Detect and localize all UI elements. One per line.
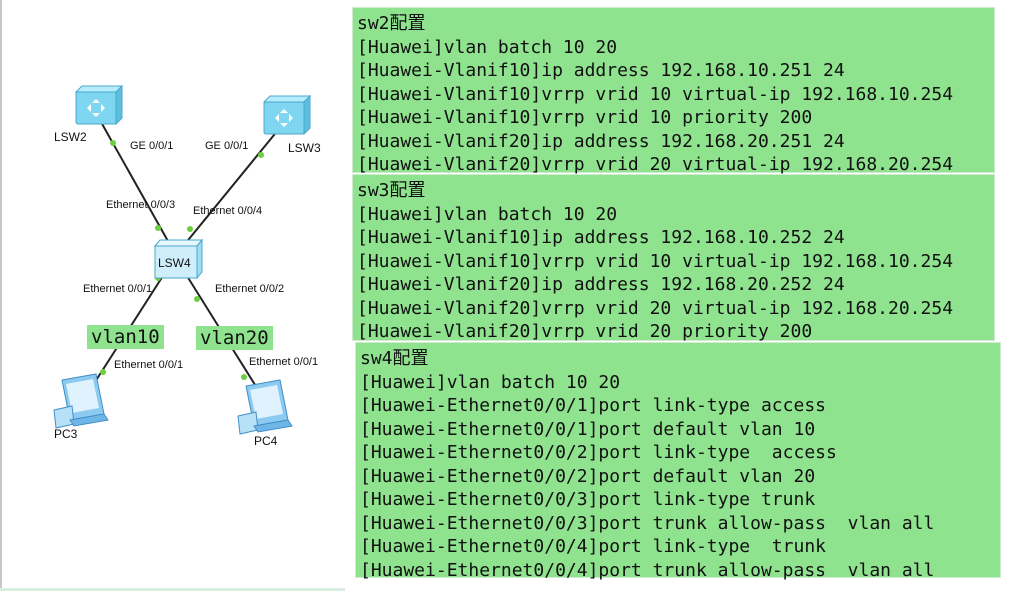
config-title-sw2: sw2配置 [357,13,426,34]
port-dot [155,225,161,231]
config-line: [Huawei]vlan batch 10 20 [357,203,618,225]
config-line: [Huawei]vlan batch 10 20 [357,36,618,58]
port-label: GE 0/0/1 [130,140,173,152]
network-topology: LSW2 LSW3 LSW4 PC3 PC4 GE 0/0/1 GE 0/0/1… [53,84,321,448]
device-label-pc4: PC4 [254,434,278,448]
config-line: [Huawei-Ethernet0/0/3]port link-type tru… [360,489,816,510]
config-line: [Huawei-Vlanif10]ip address 192.168.10.2… [357,60,845,81]
port-dot [187,226,193,232]
port-label: GE 0/0/1 [205,140,248,152]
config-block-sw2: sw2配置[Huawei]vlan batch 10 20[Huawei-Vla… [352,7,995,175]
config-line: [Huawei-Vlanif10]vrrp vrid 10 priority 2… [357,107,813,128]
config-line: [Huawei-Vlanif20]ip address 192.168.20.2… [357,274,845,295]
config-line: [Huawei-Ethernet0/0/1]port link-type acc… [360,395,826,416]
config-title-sw3: sw3配置 [357,180,426,201]
device-label-pc3: PC3 [54,427,78,441]
port-dot [241,374,247,380]
config-line: [Huawei-Ethernet0/0/4]port trunk allow-p… [360,559,935,581]
config-line: [Huawei-Ethernet0/0/2]port link-type acc… [360,442,837,463]
config-title-sw4: sw4配置 [360,348,429,369]
config-line: [Huawei-Ethernet0/0/2]port default vlan … [360,465,816,487]
config-line: [Huawei-Vlanif10]ip address 192.168.10.2… [357,227,845,248]
config-line: [Huawei-Vlanif10]vrrp vrid 10 virtual-ip… [357,83,954,105]
port-label: Ethernet 0/0/1 [249,356,318,368]
port-dot [258,152,264,158]
config-block-sw4: sw4配置[Huawei]vlan batch 10 20[Huawei-Eth… [355,342,1001,581]
switch-icon[interactable] [262,94,312,136]
device-label-lsw2: LSW2 [54,130,87,144]
port-label: Ethernet 0/0/1 [83,283,152,295]
config-line: [Huawei-Ethernet0/0/1]port default vlan … [360,418,816,440]
link-lsw3-lsw4 [179,123,284,251]
port-dot [100,369,106,375]
vlan-label-vlan10: vlan10 [87,325,164,349]
config-line: [Huawei-Vlanif20]vrrp vrid 20 virtual-ip… [357,297,954,319]
switch-icon[interactable] [153,238,204,280]
port-dot [194,296,200,302]
vlan-label-vlan20: vlan20 [196,326,273,350]
port-label: Ethernet 0/0/4 [193,205,262,217]
bottom-border [0,588,345,591]
config-line: [Huawei-Vlanif20]vrrp vrid 20 virtual-ip… [357,154,954,175]
port-label: Ethernet 0/0/2 [215,283,284,295]
config-line: [Huawei-Vlanif20]vrrp vrid 20 priority 2… [357,321,813,342]
device-label-lsw4: LSW4 [158,256,191,270]
port-dot [110,140,116,146]
pc-icon[interactable] [53,373,109,429]
device-label-lsw3: LSW3 [288,141,321,155]
left-border [0,0,2,591]
config-line: [Huawei-Vlanif10]vrrp vrid 10 virtual-ip… [357,250,954,272]
pc-icon[interactable] [237,379,293,435]
port-label: Ethernet 0/0/1 [114,359,183,371]
port-label: Ethernet 0/0/3 [106,199,175,211]
switch-icon[interactable] [74,84,124,126]
config-line: [Huawei-Ethernet0/0/3]port trunk allow-p… [360,512,935,534]
config-line: [Huawei]vlan batch 10 20 [360,371,621,393]
config-line: [Huawei-Vlanif20]ip address 192.168.20.2… [357,130,845,152]
config-line: [Huawei-Ethernet0/0/4]port link-type tru… [360,536,826,557]
config-block-sw3: sw3配置[Huawei]vlan batch 10 20[Huawei-Vla… [352,174,995,342]
